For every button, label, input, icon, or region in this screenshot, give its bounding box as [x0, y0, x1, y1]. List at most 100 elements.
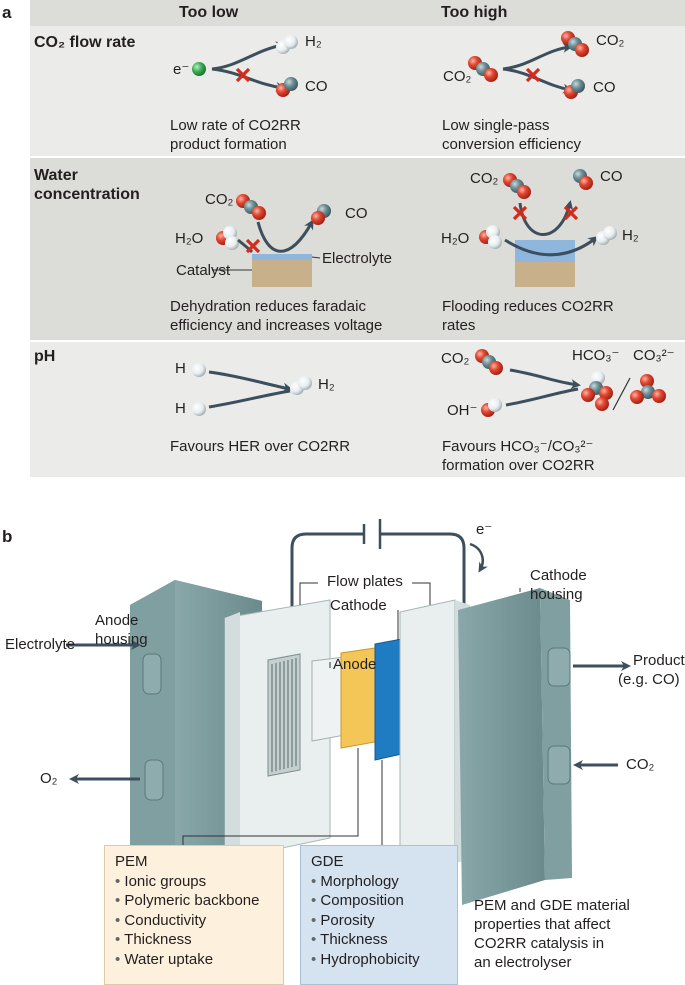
list-item: Porosity	[311, 911, 447, 931]
column-header-too-low: Too low	[179, 4, 239, 21]
note-line2: properties that affect	[474, 916, 611, 933]
gde-box-title: GDE	[311, 853, 344, 870]
blocked-cross-icon	[512, 205, 528, 221]
water-high-diagram	[479, 169, 617, 287]
column-header-too-high: Too high	[441, 4, 508, 21]
label-catalyst: Catalyst	[176, 262, 231, 279]
gde-layer	[374, 638, 403, 761]
flow-high-diagram	[468, 31, 589, 99]
gde-properties-list: Morphology Composition Porosity Thicknes…	[311, 872, 447, 970]
label-co3: CO₃²⁻	[633, 347, 675, 364]
note-line4: an electrolyser	[474, 954, 572, 971]
label-anode-housing-line1: Anode	[95, 612, 139, 629]
label-co2-out: CO₂	[596, 32, 625, 49]
label-o2: O₂	[40, 770, 58, 787]
label-cathode-housing-line2: housing	[530, 586, 583, 603]
list-item: Ionic groups	[115, 872, 273, 892]
label-co: CO	[345, 205, 368, 222]
label-co2: CO₂	[205, 191, 234, 208]
caption-flow-low-line2: product formation	[170, 136, 287, 153]
leader-lines	[182, 582, 521, 845]
caption-water-high-line1: Flooding reduces CO2RR	[442, 298, 614, 315]
caption-water-low-line1: Dehydration reduces faradaic	[170, 298, 366, 315]
label-h2o: H₂O	[441, 230, 470, 247]
list-item: Thickness	[115, 930, 273, 950]
electron-flow-arrow	[469, 542, 488, 573]
arrow-to-h2	[211, 41, 286, 71]
blocked-cross-icon	[525, 67, 541, 83]
list-item: Thickness	[311, 930, 447, 950]
list-item: Polymeric backbone	[115, 891, 273, 911]
label-h2: H₂	[318, 376, 335, 393]
label-co: CO	[593, 79, 616, 96]
label-cathode-housing-line1: Cathode	[530, 567, 587, 584]
cathode-housing-block	[458, 588, 572, 905]
label-co2-in: CO₂	[443, 68, 472, 85]
label-electron: e⁻	[173, 61, 190, 78]
panel-a-letter: a	[2, 3, 12, 22]
row-title-ph: pH	[34, 348, 56, 365]
list-item: Morphology	[311, 872, 447, 892]
blocked-cross-icon	[563, 205, 579, 221]
label-h2: H₂	[622, 227, 639, 244]
label-co2: CO₂	[626, 756, 655, 773]
pem-box-title: PEM	[115, 853, 148, 870]
label-flow-plates: Flow plates	[327, 573, 403, 590]
label-anode-housing-line2: housing	[95, 631, 148, 648]
label-h2: H₂	[305, 33, 322, 50]
label-co: CO	[600, 168, 623, 185]
ph-low-diagram	[192, 363, 312, 416]
water-low-diagram	[212, 194, 331, 287]
caption-ph-high-line1: Favours HCO₃⁻/CO₃²⁻	[442, 438, 594, 455]
label-h2o: H₂O	[175, 230, 204, 247]
label-h-atom: H	[175, 400, 186, 417]
blocked-cross-icon	[235, 67, 251, 83]
row-ph-bg	[30, 342, 685, 477]
anode-flow-plate	[224, 599, 331, 861]
list-item: Hydrophobicity	[311, 950, 447, 970]
panel-a-header-bg	[30, 0, 685, 26]
caption-ph-high-line2: formation over CO2RR	[442, 457, 595, 474]
ph-high-diagram	[475, 349, 666, 417]
caption-flow-high-line1: Low single-pass	[442, 117, 550, 134]
pem-properties-box: PEM Ionic groups Polymeric backbone Cond…	[104, 845, 284, 985]
row-title-flow-rate: CO₂ flow rate	[34, 34, 136, 51]
catalyst-layer	[252, 260, 312, 287]
panel-b-letter: b	[2, 527, 13, 546]
label-products-line2: (e.g. CO)	[618, 671, 680, 688]
label-co2: CO₂	[470, 170, 499, 187]
label-electron: e⁻	[476, 521, 493, 538]
row-title-water-line1: Water	[34, 167, 78, 184]
list-item: Composition	[311, 891, 447, 911]
caption-water-high-line2: rates	[442, 317, 476, 334]
label-co: CO	[305, 78, 328, 95]
list-item: Water uptake	[115, 950, 273, 970]
label-products-line1: Products	[633, 652, 685, 669]
label-hco3: HCO₃⁻	[572, 347, 620, 364]
label-electrolyte: Electrolyte	[5, 636, 76, 653]
label-h-atom: H	[175, 360, 186, 377]
electron-sphere	[192, 62, 206, 76]
flow-low-diagram	[192, 35, 298, 97]
label-cathode: Cathode	[330, 597, 387, 614]
note-line1: PEM and GDE material	[474, 897, 630, 914]
caption-flow-low-line1: Low rate of CO2RR	[170, 117, 301, 134]
label-oh: OH⁻	[447, 402, 478, 419]
row-title-water-line2: concentration	[34, 186, 140, 203]
external-circuit	[290, 519, 466, 612]
blocked-cross-icon	[245, 238, 261, 254]
pem-properties-list: Ionic groups Polymeric backbone Conducti…	[115, 872, 273, 970]
flooded-electrolyte-layer	[515, 240, 575, 262]
caption-flow-high-line2: conversion efficiency	[442, 136, 581, 153]
label-co2: CO₂	[441, 350, 470, 367]
gde-properties-box: GDE Morphology Composition Porosity Thic…	[300, 845, 458, 985]
catalyst-layer	[515, 262, 575, 287]
note-line3: CO2RR catalysis in	[474, 935, 605, 952]
cathode-flow-plate	[399, 599, 456, 881]
label-anode: Anode	[333, 656, 377, 673]
list-item: Conductivity	[115, 911, 273, 931]
caption-water-low-line2: efficiency and increases voltage	[170, 317, 383, 334]
label-electrolyte: Electrolyte	[322, 250, 393, 267]
electrolyte-layer	[252, 254, 312, 260]
